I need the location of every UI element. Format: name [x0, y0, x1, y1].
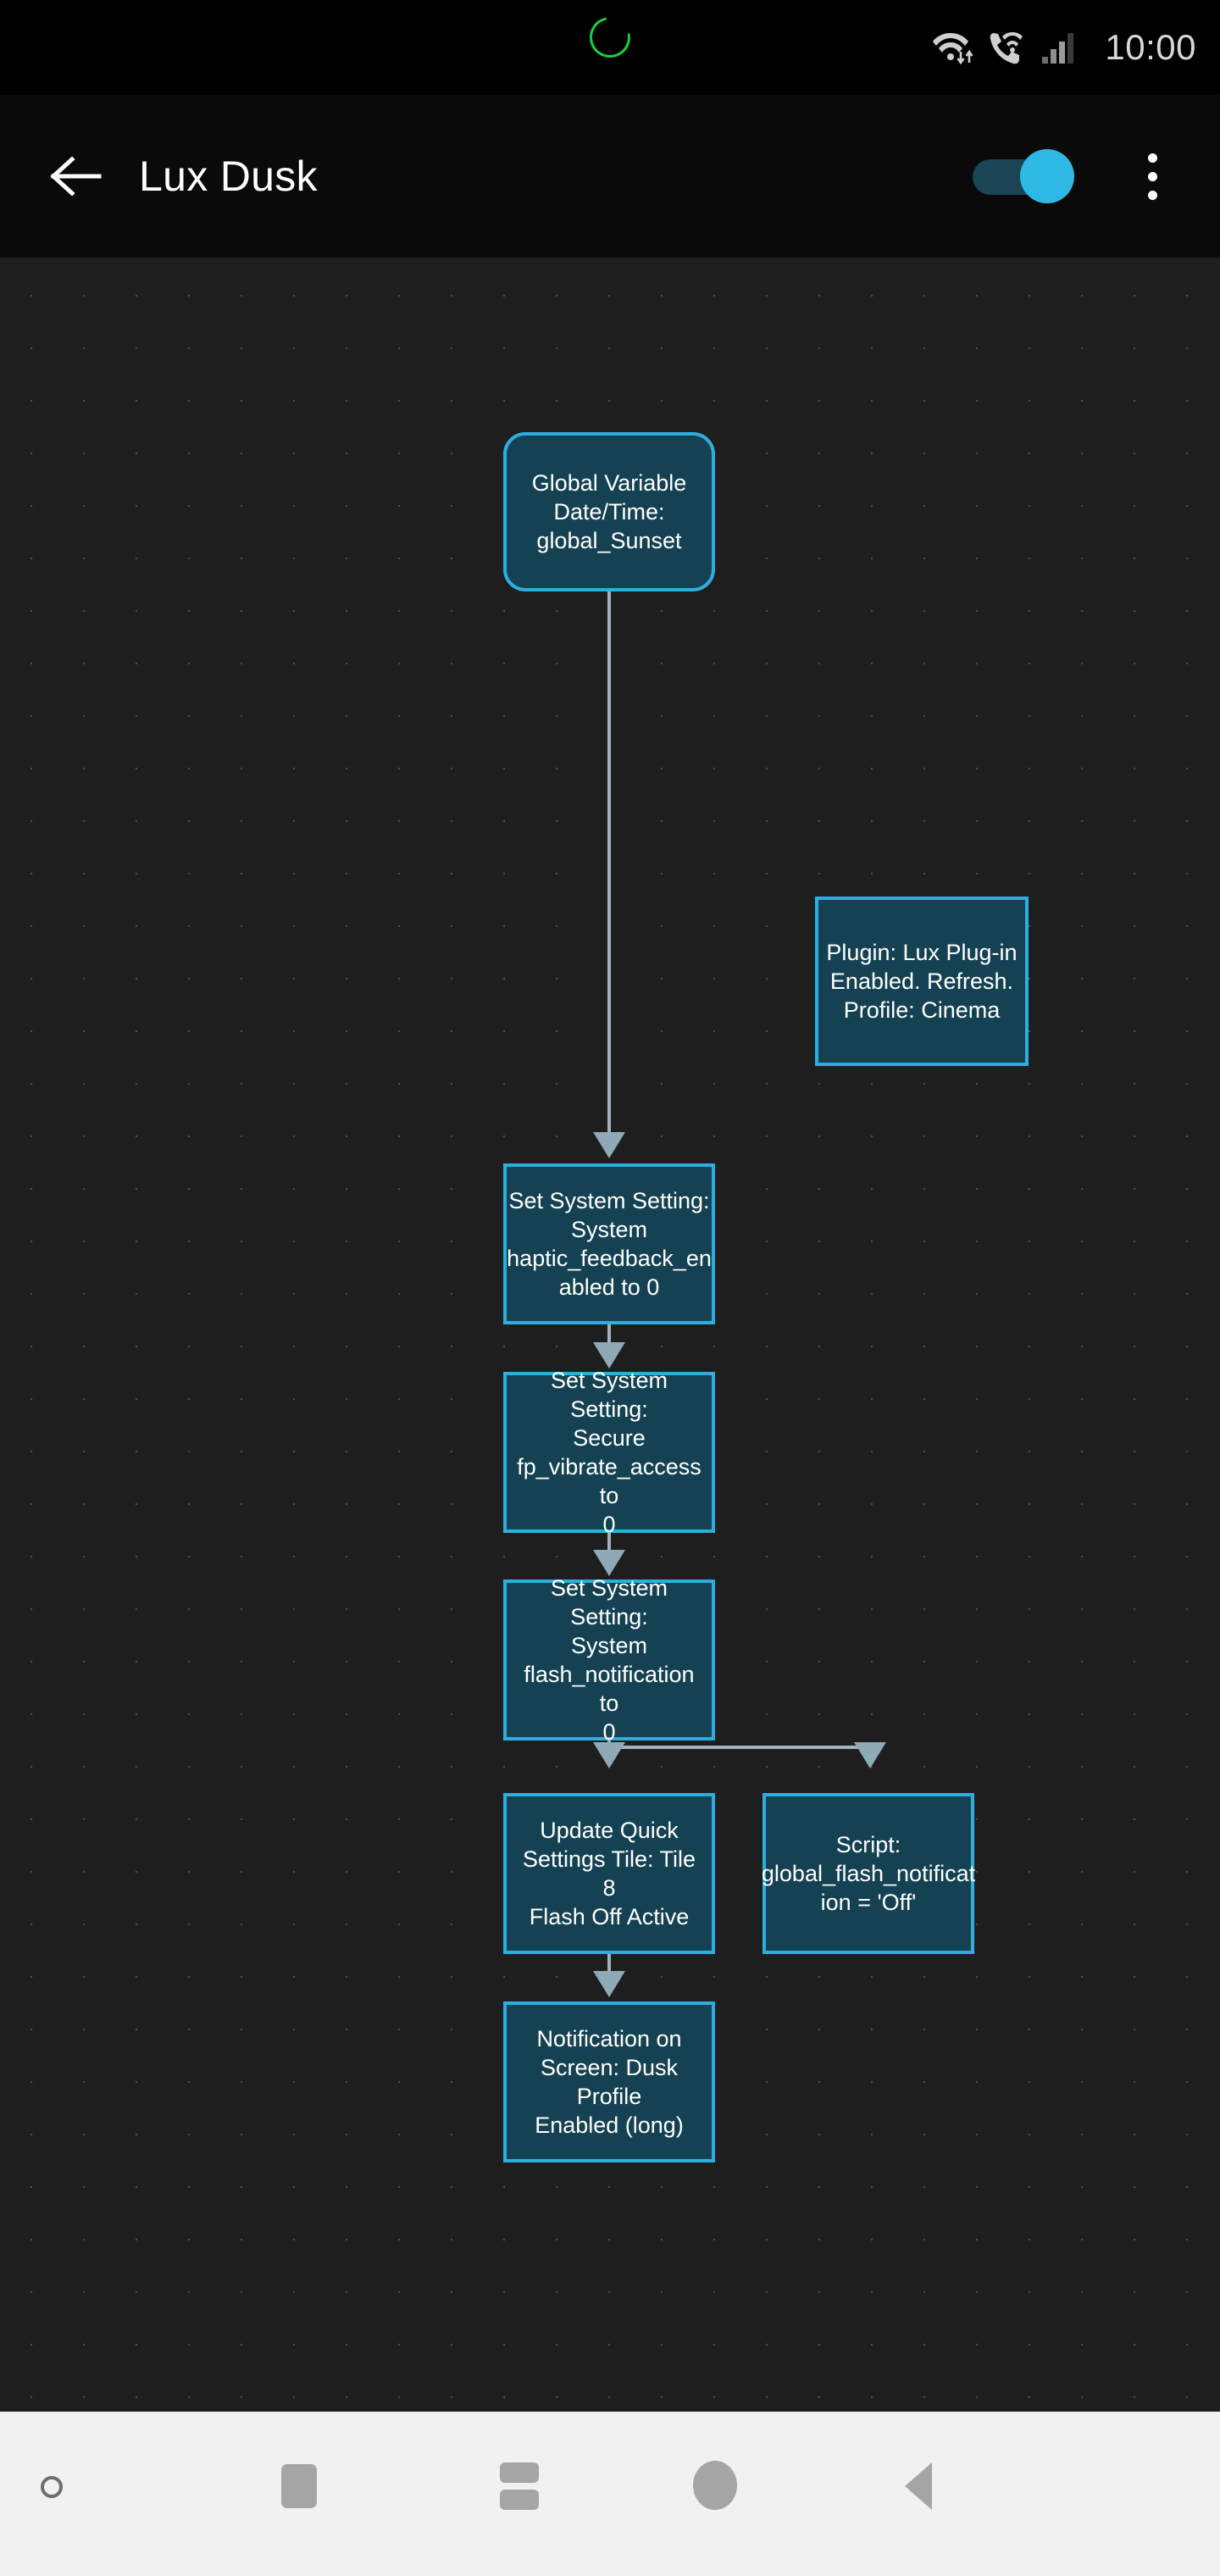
edge-trigger-to-haptic [607, 591, 611, 1137]
flow-node-quick-settings-tile[interactable]: Update Quick Settings Tile: Tile 8 Flash… [503, 1793, 715, 1954]
task-enabled-toggle[interactable] [973, 149, 1074, 203]
page-title: Lux Dusk [139, 153, 318, 200]
arrow-head [593, 1550, 625, 1576]
app-bar: Lux Dusk [0, 95, 1220, 258]
edge-qstile-to-notification [607, 1954, 611, 1976]
split-screen-bar [500, 2490, 539, 2510]
arrow-head [593, 1971, 625, 1997]
status-bar-clock: 10:00 [1105, 27, 1196, 67]
flow-node-plugin[interactable]: Plugin: Lux Plug-in Enabled. Refresh. Pr… [815, 897, 1029, 1066]
home-circle-icon[interactable] [693, 2461, 737, 2510]
notification-dot-icon[interactable] [41, 2476, 63, 2498]
recents-square-icon[interactable] [281, 2464, 317, 2508]
system-navigation-bar [0, 2412, 1220, 2576]
arrow-left-icon [50, 156, 102, 197]
back-button[interactable] [49, 149, 103, 203]
arrow-head [593, 1742, 625, 1768]
edge-branch-bus [607, 1746, 868, 1749]
edge-haptic-to-fp [607, 1324, 611, 1346]
cellular-signal-icon [1042, 33, 1074, 64]
status-bar-icons: 10:00 [932, 0, 1196, 95]
back-triangle-icon[interactable] [905, 2462, 932, 2510]
split-screen-icon[interactable] [500, 2462, 539, 2510]
edge-fp-to-flash [607, 1533, 611, 1555]
flow-node-trigger[interactable]: Global Variable Date/Time: global_Sunset [503, 432, 715, 591]
arrow-head [593, 1342, 625, 1368]
overflow-menu-button[interactable] [1127, 137, 1178, 215]
split-screen-bar [500, 2462, 539, 2483]
status-bar: 10:00 [0, 0, 1220, 95]
arrow-head [593, 1132, 625, 1158]
more-vertical-icon-dot [1147, 171, 1157, 181]
toggle-thumb [1020, 149, 1074, 203]
more-vertical-icon-dot [1147, 190, 1157, 200]
flow-node-fp-vibrate[interactable]: Set System Setting: Secure fp_vibrate_ac… [503, 1368, 715, 1537]
arrow-head [854, 1742, 886, 1768]
camera-punch-hole-icon [581, 8, 639, 66]
more-vertical-icon-dot [1147, 153, 1157, 163]
flow-node-notification[interactable]: Notification on Screen: Dusk Profile Ena… [503, 2001, 715, 2162]
wifi-icon [933, 33, 973, 65]
flow-node-script[interactable]: Script: global_flash_notificat ion = 'Of… [762, 1793, 975, 1954]
wifi-calling-icon [990, 32, 1023, 64]
flow-node-haptic-feedback[interactable]: Set System Setting: System haptic_feedba… [503, 1163, 715, 1324]
flow-node-flash-notification[interactable]: Set System Setting: System flash_notific… [503, 1575, 715, 1745]
flowchart-canvas[interactable]: Global Variable Date/Time: global_Sunset… [0, 258, 1220, 2412]
